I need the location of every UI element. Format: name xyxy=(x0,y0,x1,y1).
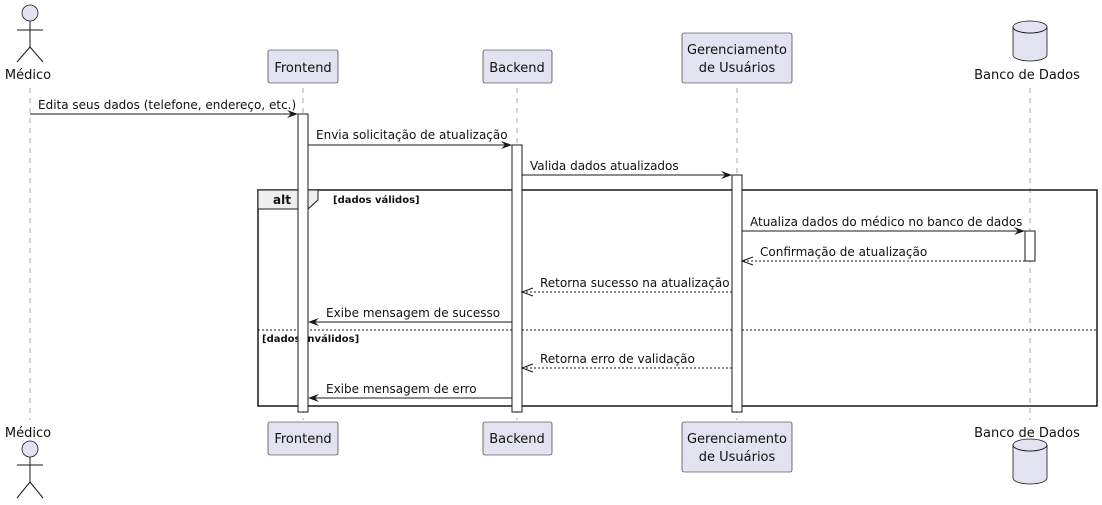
message-5: Confirmação de atualização xyxy=(740,245,1025,266)
actor-medico-label-bottom: Médico xyxy=(5,426,51,441)
participant-gerenciamento-label2-bottom: de Usuários xyxy=(699,450,776,465)
database-banco-top: Banco de Dados xyxy=(974,20,1080,83)
message-2-label: Envia solicitação de atualização xyxy=(316,128,508,142)
message-7-label: Exibe mensagem de sucesso xyxy=(326,306,500,320)
participant-gerenciamento-label1-top: Gerenciamento xyxy=(687,43,787,58)
guard-valid: [dados válidos] xyxy=(333,194,420,206)
message-2: Envia solicitação de atualização xyxy=(308,128,512,149)
message-8: Retorna erro de validação xyxy=(520,352,732,373)
message-3: Valida dados atualizados xyxy=(522,159,732,179)
message-6-label: Retorna sucesso na atualização xyxy=(540,276,730,290)
participant-backend-label-top: Backend xyxy=(489,61,545,76)
message-4: Atualiza dados do médico no banco de dad… xyxy=(742,215,1025,235)
participant-backend-top: Backend xyxy=(482,49,553,84)
activation-frontend xyxy=(297,113,309,413)
participant-frontend-top: Frontend xyxy=(267,49,339,84)
actor-medico-top: Médico xyxy=(5,4,51,83)
database-banco-label-bottom: Banco de Dados xyxy=(974,426,1080,441)
message-7: Exibe mensagem de sucesso xyxy=(308,306,512,326)
participant-backend-label-bottom: Backend xyxy=(489,432,545,447)
database-banco-label-top: Banco de Dados xyxy=(974,68,1080,83)
participant-frontend-bottom: Frontend xyxy=(267,421,339,456)
participant-gerenciamento-label2-top: de Usuários xyxy=(699,61,776,76)
message-9: Exibe mensagem de erro xyxy=(308,382,512,402)
alt-keyword: alt xyxy=(273,193,291,207)
actor-medico-label-top: Médico xyxy=(5,68,51,83)
participant-frontend-label-bottom: Frontend xyxy=(274,432,331,447)
activation-banco xyxy=(1024,230,1036,262)
message-1: Edita seus dados (telefone, endereço, et… xyxy=(30,98,298,118)
message-8-label: Retorna erro de validação xyxy=(540,352,695,366)
participant-frontend-label-top: Frontend xyxy=(274,61,331,76)
actor-medico-bottom: Médico xyxy=(5,426,51,499)
message-3-label: Valida dados atualizados xyxy=(530,159,679,173)
activation-gerenciamento xyxy=(731,174,743,413)
participant-gerenciamento-top: Gerenciamento de Usuários xyxy=(681,32,793,84)
message-5-label: Confirmação de atualização xyxy=(760,245,927,259)
database-banco-bottom: Banco de Dados xyxy=(974,426,1080,485)
message-6: Retorna sucesso na atualização xyxy=(520,276,732,297)
message-1-label: Edita seus dados (telefone, endereço, et… xyxy=(38,98,296,112)
activation-backend xyxy=(511,144,523,413)
participant-gerenciamento-bottom: Gerenciamento de Usuários xyxy=(681,421,793,473)
guard-invalid: [dados inválidos] xyxy=(262,333,359,345)
message-9-label: Exibe mensagem de erro xyxy=(326,382,477,396)
participant-gerenciamento-label1-bottom: Gerenciamento xyxy=(687,432,787,447)
participant-backend-bottom: Backend xyxy=(482,421,553,456)
message-4-label: Atualiza dados do médico no banco de dad… xyxy=(750,215,1022,229)
